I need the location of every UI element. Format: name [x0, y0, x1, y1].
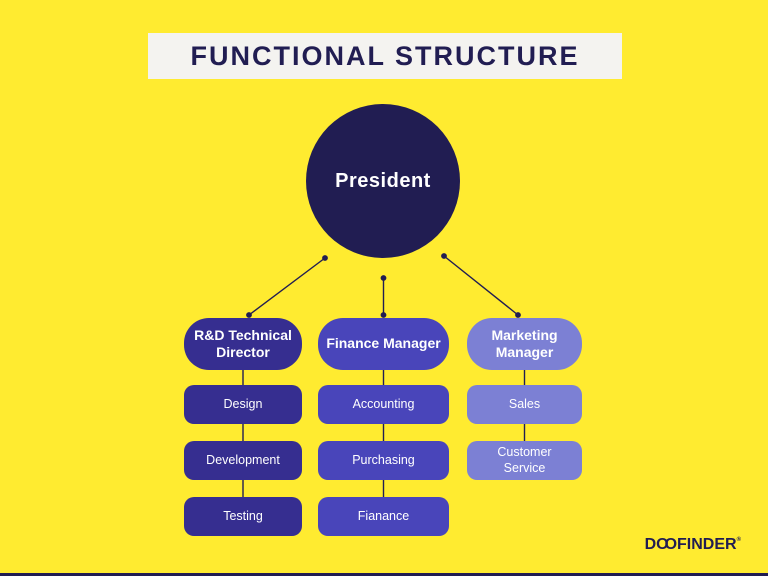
title-banner: FUNCTIONAL STRUCTURE	[148, 33, 622, 79]
dept-header-marketing-manager: Marketing Manager	[467, 318, 582, 370]
dept-item-customer-service: Customer Service	[467, 441, 582, 480]
dept-header-finance-manager: Finance Manager	[318, 318, 449, 370]
logo-interlocked-oo: OO	[656, 536, 677, 553]
dept-item-design: Design	[184, 385, 302, 424]
dept-item-testing: Testing	[184, 497, 302, 536]
dept-item-purchasing: Purchasing	[318, 441, 449, 480]
logo-rest: FINDER	[677, 536, 737, 553]
registered-mark: ®	[736, 537, 741, 543]
dept-item-sales: Sales	[467, 385, 582, 424]
dept-header-rd-technical-director: R&D Technical Director	[184, 318, 302, 370]
dept-item-development: Development	[184, 441, 302, 480]
president-node: President	[306, 104, 460, 258]
bottom-edge-bar	[0, 573, 768, 576]
president-label: President	[335, 169, 431, 192]
dept-item-fianance: Fianance	[318, 497, 449, 536]
logo-letter-d: D	[644, 536, 657, 553]
page-title: FUNCTIONAL STRUCTURE	[190, 40, 580, 71]
dept-item-accounting: Accounting	[318, 385, 449, 424]
